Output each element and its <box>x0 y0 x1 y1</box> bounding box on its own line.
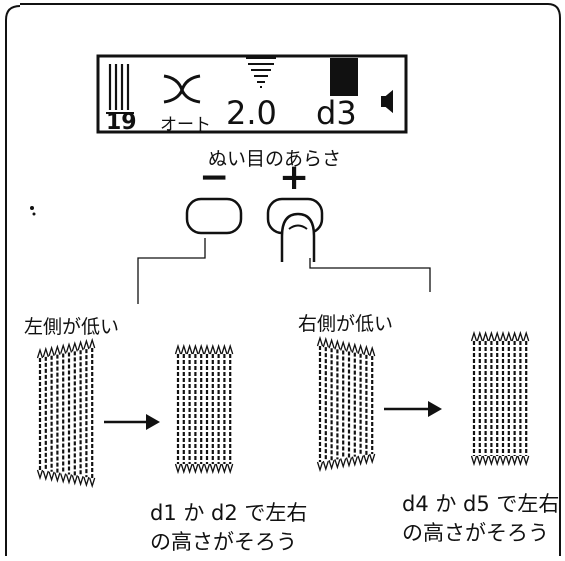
minus-leader-line <box>137 238 206 304</box>
plus-leader-line <box>309 258 431 292</box>
left-result-line1: d1 か d2 で左右 <box>150 501 308 525</box>
left-case-arrow <box>104 414 160 430</box>
right-case-heading: 右側が低い <box>298 313 394 335</box>
left-case-heading: 左側が低い <box>24 316 120 338</box>
straight-stitch-icon <box>108 64 130 110</box>
small-mark <box>30 206 34 210</box>
right-corrected-swatch <box>470 330 530 467</box>
lcd-display <box>96 54 408 134</box>
stitch-number: 19 <box>106 110 137 135</box>
minus-button[interactable] <box>185 197 243 235</box>
control-title: ぬい目のあらさ <box>208 148 342 170</box>
plus-label: + <box>279 157 310 198</box>
outer-frame <box>5 3 561 556</box>
right-result-line1: d4 か d5 で左右 <box>402 492 560 516</box>
right-result-line2: の高さがそろう <box>402 521 549 545</box>
left-low-swatch <box>36 337 96 489</box>
stitch-length-value: 2.0 <box>226 94 277 132</box>
finger-icon <box>280 212 316 262</box>
right-case-arrow <box>384 401 442 417</box>
minus-label: − <box>199 157 230 198</box>
fine-adjust-indicator <box>330 58 358 96</box>
stitch-samples <box>36 330 530 489</box>
stitch-length-icon <box>246 57 276 88</box>
fine-adjust-value: d3 <box>316 94 357 132</box>
left-result-line2: の高さがそろう <box>150 530 297 554</box>
left-corrected-swatch <box>174 343 234 475</box>
auto-mode-label: オート <box>160 115 211 135</box>
small-mark <box>32 212 36 216</box>
right-low-swatch <box>316 335 376 473</box>
speaker-icon <box>381 89 393 114</box>
thread-tension-icon <box>163 74 201 104</box>
